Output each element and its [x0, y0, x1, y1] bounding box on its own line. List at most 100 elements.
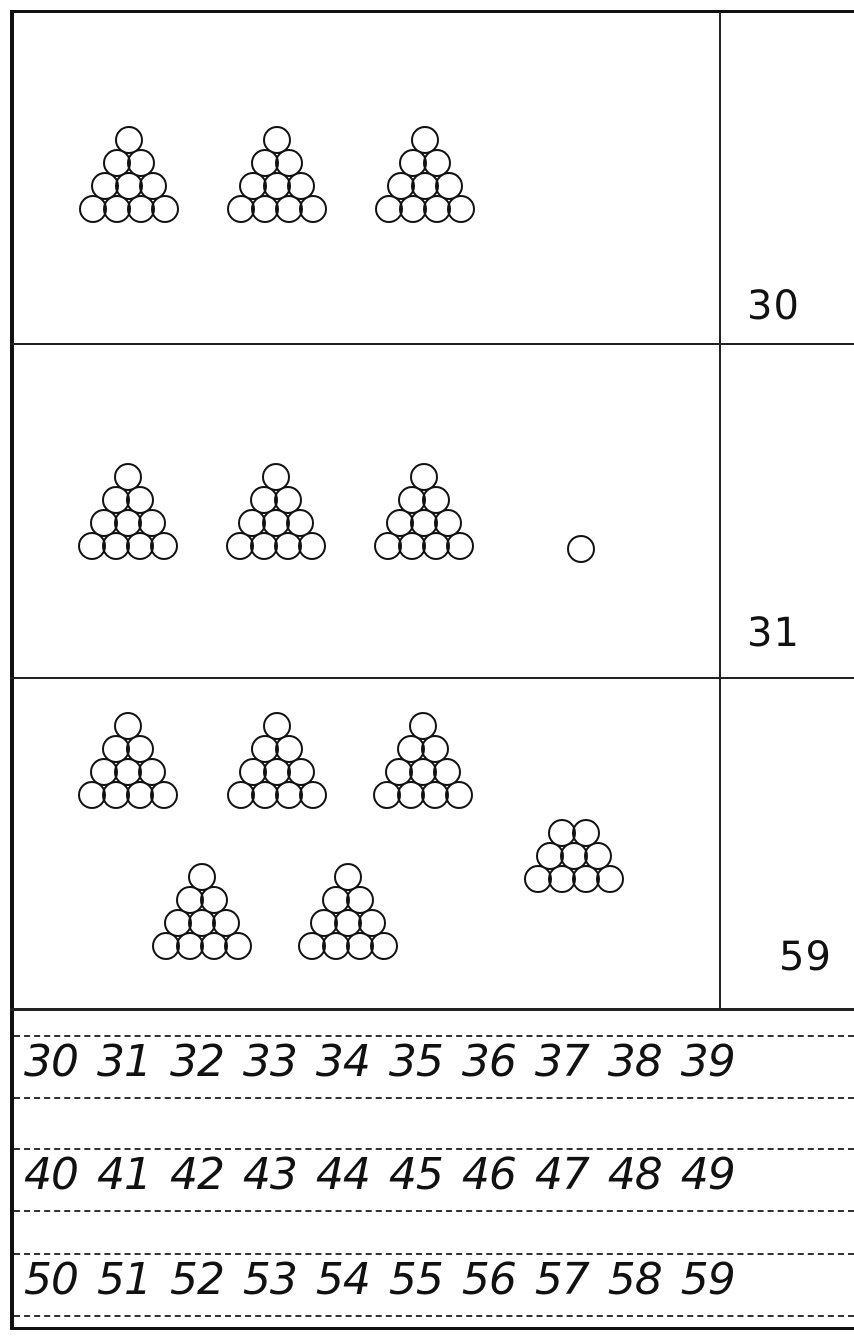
ten-bead-triangle — [80, 127, 178, 222]
bead — [252, 150, 278, 176]
panel-30 — [14, 13, 719, 343]
answer-number: 59 — [779, 934, 832, 980]
bead — [151, 782, 177, 808]
practice-row-50s: 50 51 52 53 54 55 56 57 58 59 — [24, 1254, 844, 1305]
frame-bottom-border — [10, 1327, 854, 1330]
bead — [264, 759, 290, 785]
bead — [434, 759, 460, 785]
bead — [276, 150, 302, 176]
bead — [359, 910, 385, 936]
guide-line-dashed — [14, 1210, 854, 1212]
bead — [423, 487, 449, 513]
bead — [263, 510, 289, 536]
bead — [177, 887, 203, 913]
bead — [573, 820, 599, 846]
bead — [252, 782, 278, 808]
bead — [127, 533, 153, 559]
bead — [79, 782, 105, 808]
bead — [537, 843, 563, 869]
bead — [240, 759, 266, 785]
bead — [103, 533, 129, 559]
practice-row-40s: 40 41 42 43 44 45 46 47 48 49 — [24, 1149, 844, 1200]
bead — [225, 933, 251, 959]
bead — [251, 533, 277, 559]
bead — [597, 866, 623, 892]
bead — [104, 196, 130, 222]
bead — [411, 464, 437, 490]
bead — [227, 533, 253, 559]
bead — [228, 782, 254, 808]
bead — [424, 196, 450, 222]
bead — [400, 196, 426, 222]
bead — [300, 782, 326, 808]
bead — [264, 173, 290, 199]
bead — [412, 173, 438, 199]
bead — [400, 150, 426, 176]
bead — [347, 887, 373, 913]
ten-bead-triangle — [153, 864, 251, 959]
bead — [115, 759, 141, 785]
bead — [276, 782, 302, 808]
bead — [189, 864, 215, 890]
bead — [568, 536, 594, 562]
bead — [288, 759, 314, 785]
bead — [424, 150, 450, 176]
answer-number: 31 — [747, 610, 800, 656]
bead — [264, 127, 290, 153]
bead — [213, 910, 239, 936]
bead — [323, 933, 349, 959]
bead — [251, 487, 277, 513]
bead — [276, 196, 302, 222]
bead — [549, 866, 575, 892]
guide-line-dashed — [14, 1097, 854, 1099]
bead — [91, 759, 117, 785]
bead — [561, 843, 587, 869]
bead — [375, 533, 401, 559]
bead — [177, 933, 203, 959]
ten-bead-triangle — [79, 713, 177, 808]
bead — [91, 510, 117, 536]
bead — [411, 510, 437, 536]
bead — [275, 487, 301, 513]
bead — [423, 533, 449, 559]
bead — [201, 933, 227, 959]
bead-triangles-31 — [14, 345, 719, 677]
bead — [347, 933, 373, 959]
bead — [410, 713, 436, 739]
guide-line-dashed — [14, 1315, 854, 1317]
bead — [239, 510, 265, 536]
bead — [422, 782, 448, 808]
bead — [127, 487, 153, 513]
bead — [435, 510, 461, 536]
bead — [287, 510, 313, 536]
bead — [288, 173, 314, 199]
panel-59 — [14, 679, 719, 1008]
bead — [399, 487, 425, 513]
ten-bead-triangle — [228, 713, 326, 808]
bead — [263, 464, 289, 490]
bead — [585, 843, 611, 869]
bead — [436, 173, 462, 199]
bead — [448, 196, 474, 222]
bead-triangles-59 — [14, 679, 719, 1008]
bead — [275, 533, 301, 559]
bead — [116, 127, 142, 153]
bead — [388, 173, 414, 199]
ten-bead-triangle — [375, 464, 473, 559]
practice-row-30s: 30 31 32 33 34 35 36 37 38 39 — [24, 1036, 844, 1087]
nine-bead-group — [525, 820, 623, 892]
bead — [189, 910, 215, 936]
bead — [410, 759, 436, 785]
bead-triangles-30 — [14, 13, 719, 343]
answer-cell-30: 30 — [721, 13, 854, 343]
bead — [264, 713, 290, 739]
bead — [376, 196, 402, 222]
bead — [371, 933, 397, 959]
bead — [549, 820, 575, 846]
bead — [412, 127, 438, 153]
bead — [79, 533, 105, 559]
panel-divider — [10, 1008, 854, 1011]
ten-bead-triangle — [227, 464, 325, 559]
ten-bead-triangle — [376, 127, 474, 222]
